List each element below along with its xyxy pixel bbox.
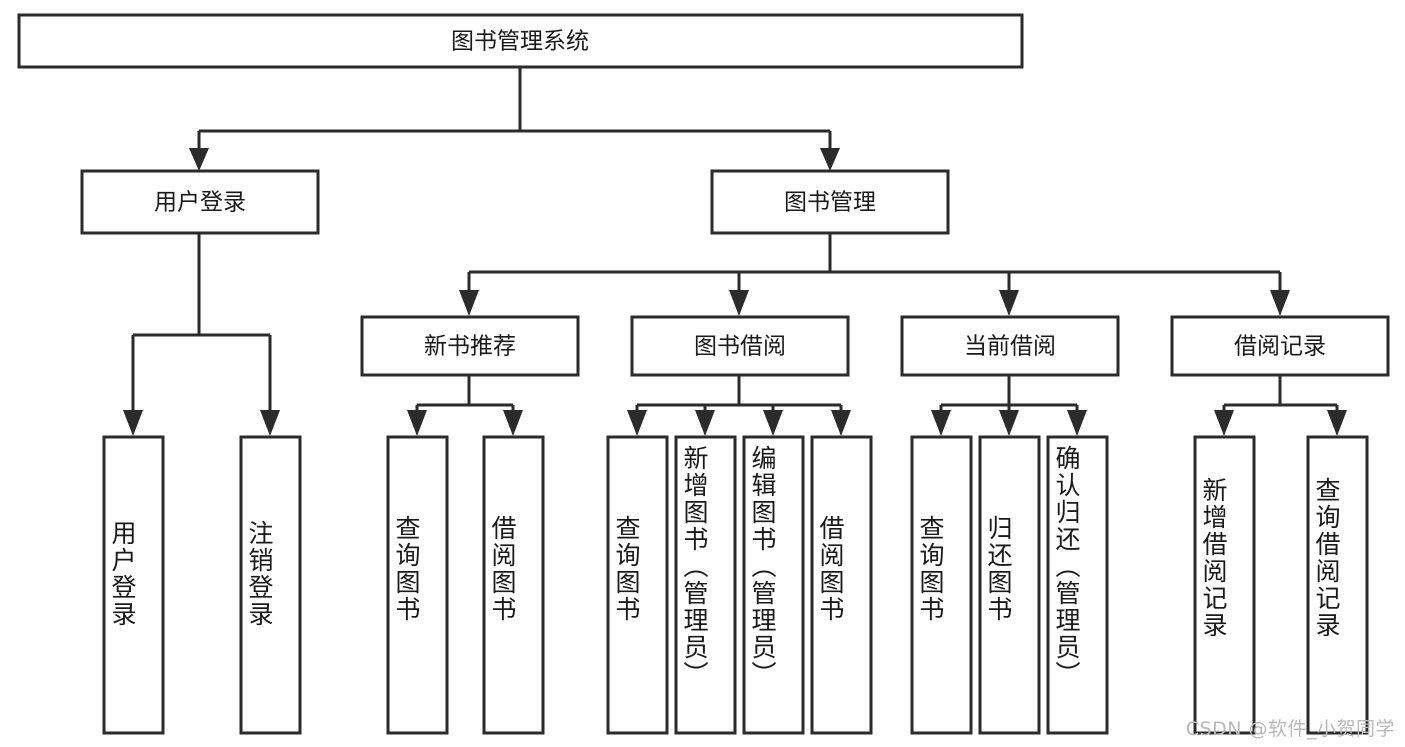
node-book-management[interactable]: 图书管理 bbox=[710, 169, 950, 235]
node-root[interactable]: 图书管理系统 bbox=[17, 13, 1024, 69]
node-book-management-label: 图书管理 bbox=[784, 190, 876, 216]
node-current-borrow[interactable]: 当前借阅 bbox=[900, 315, 1120, 377]
node-root-label: 图书管理系统 bbox=[451, 29, 589, 55]
leaf-box-query-book-nb[interactable] bbox=[386, 435, 449, 735]
connector-newbook-to-leaves bbox=[407, 376, 523, 436]
connector-userlogin-to-leaves bbox=[123, 234, 280, 436]
leaf-box-logout[interactable] bbox=[239, 435, 302, 735]
node-new-book-recommend-label: 新书推荐 bbox=[424, 334, 516, 360]
node-new-book-recommend[interactable]: 新书推荐 bbox=[360, 315, 580, 377]
leaf-box-query-record[interactable] bbox=[1306, 435, 1369, 735]
node-user-login-label: 用户登录 bbox=[154, 190, 246, 216]
leaf-box-confirm-return[interactable] bbox=[1046, 435, 1109, 735]
leaf-box-borrow-book-nb[interactable] bbox=[482, 435, 545, 735]
connector-root-to-level2 bbox=[189, 67, 840, 171]
leaf-boxes bbox=[102, 435, 1369, 735]
connector-currentborrow-to-leaves bbox=[931, 376, 1087, 436]
leaf-box-query-book-bb[interactable] bbox=[606, 435, 669, 735]
leaf-box-return-book[interactable] bbox=[978, 435, 1041, 735]
leaf-box-add-record[interactable] bbox=[1193, 435, 1256, 735]
connector-borrowrecord-to-leaves bbox=[1214, 376, 1347, 436]
leaf-box-borrow-book-bb[interactable] bbox=[810, 435, 873, 735]
node-borrow-record[interactable]: 借阅记录 bbox=[1170, 315, 1390, 377]
node-user-login[interactable]: 用户登录 bbox=[80, 169, 320, 235]
node-borrow-record-label: 借阅记录 bbox=[1234, 334, 1326, 360]
leaf-box-user-login[interactable] bbox=[102, 435, 165, 735]
node-current-borrow-label: 当前借阅 bbox=[964, 334, 1056, 360]
node-book-borrow[interactable]: 图书借阅 bbox=[630, 315, 850, 377]
leaf-box-query-book-cb[interactable] bbox=[910, 435, 973, 735]
leaf-box-add-book[interactable] bbox=[674, 435, 737, 735]
leaf-box-edit-book[interactable] bbox=[742, 435, 805, 735]
node-book-borrow-label: 图书借阅 bbox=[694, 334, 786, 360]
watermark: CSDN @软件_小贺同学 bbox=[1185, 718, 1395, 740]
connector-bookmgmt-to-level3 bbox=[459, 234, 1290, 316]
connector-bookborrow-to-leaves bbox=[627, 376, 851, 436]
